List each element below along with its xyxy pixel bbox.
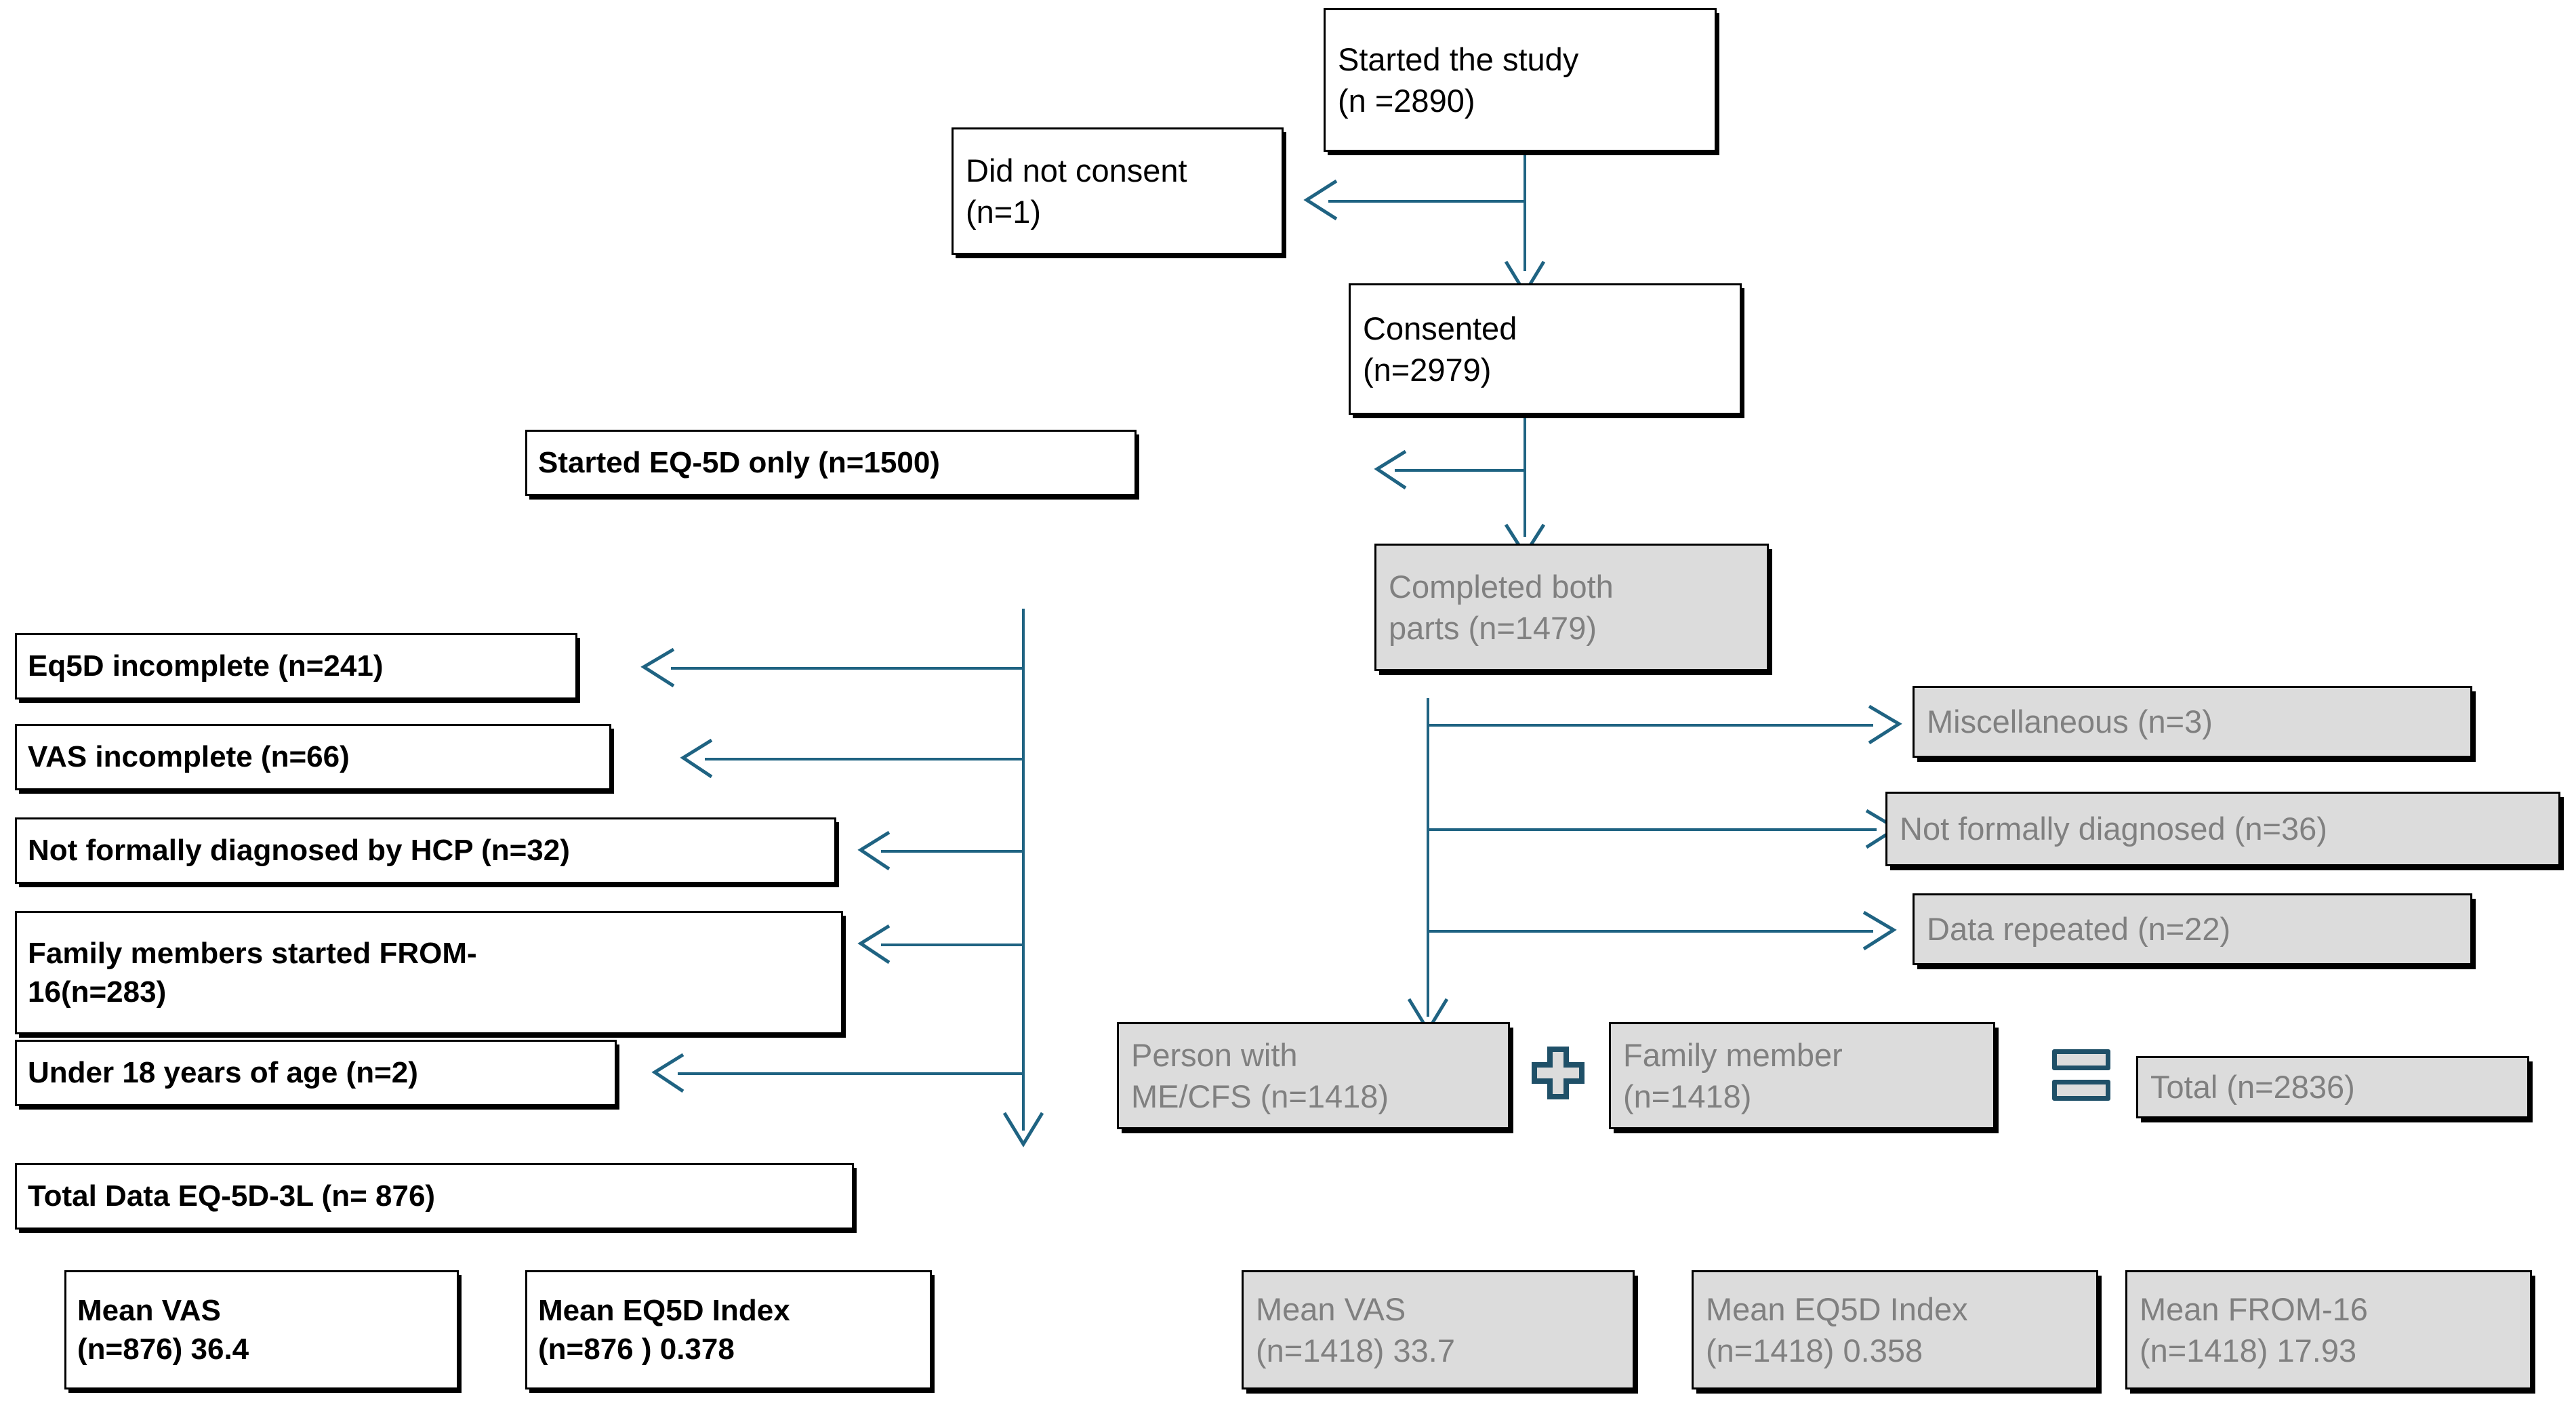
arrowhead-data-repeated [1860, 910, 1899, 952]
node-total-data-eq5d3l-label: Total Data EQ-5D-3L (n= 876) [28, 1179, 436, 1213]
arrowhead-miscellaneous [1865, 704, 1904, 746]
equals-sign-icon [2052, 1049, 2110, 1101]
node-did-not-consent[interactable]: Did not consent(n=1) [952, 127, 1284, 255]
connector-to-not-diagnosed-hcp [881, 850, 1023, 853]
arrowhead-did-not-consent [1301, 179, 1342, 222]
arrowhead-consented-left [1372, 449, 1411, 491]
node-miscellaneous[interactable]: Miscellaneous (n=3) [1913, 686, 2472, 758]
node-mean-vas-left-label: Mean VAS(n=876) 36.4 [77, 1293, 249, 1366]
connector-right-trunk [1427, 698, 1429, 1017]
arrowhead-family-from16 [855, 924, 895, 965]
node-not-formally-diagnosed-label: Not formally diagnosed (n=36) [1900, 811, 2327, 847]
node-did-not-consent-label: Did not consent(n=1) [966, 152, 1187, 230]
node-family-member-label: Family member(n=1418) [1623, 1036, 1843, 1114]
node-eq5d-incomplete[interactable]: Eq5D incomplete (n=241) [15, 633, 577, 699]
node-data-repeated[interactable]: Data repeated (n=22) [1913, 893, 2472, 965]
node-family-members-from16-label: Family members started FROM-16(n=283) [28, 936, 477, 1009]
connector-to-data-repeated [1429, 930, 1873, 933]
node-not-formally-diagnosed-hcp[interactable]: Not formally diagnosed by HCP (n=32) [15, 817, 836, 884]
node-not-formally-diagnosed[interactable]: Not formally diagnosed (n=36) [1885, 792, 2560, 866]
connector-to-consented [1524, 200, 1526, 271]
connector-to-family-from16 [881, 944, 1023, 946]
node-total-right[interactable]: Total (n=2836) [2136, 1056, 2529, 1118]
connector-to-vas-incomplete [705, 758, 1023, 760]
node-started-study-label: Started the study(n =2890) [1338, 41, 1579, 119]
arrowhead-not-diagnosed-hcp [855, 830, 895, 872]
equals-bar-top [2052, 1049, 2110, 1070]
node-eq5d-incomplete-label: Eq5D incomplete (n=241) [28, 649, 384, 683]
connector-left-trunk [1022, 609, 1025, 1131]
arrowhead-vas-incomplete [678, 738, 717, 779]
node-not-formally-diagnosed-hcp-label: Not formally diagnosed by HCP (n=32) [28, 834, 570, 868]
connector-to-miscellaneous [1429, 724, 1873, 727]
node-started-eq5d-only-label: Started EQ-5D only (n=1500) [538, 446, 940, 480]
connector-to-not-diagnosed [1429, 828, 1877, 831]
arrowhead-eq5d-incomplete [637, 647, 679, 689]
node-mean-vas-right[interactable]: Mean VAS(n=1418) 33.7 [1242, 1270, 1635, 1389]
plus-sign-icon [1529, 1047, 1587, 1105]
connector-started-down [1524, 152, 1526, 226]
node-mean-eq5d-left[interactable]: Mean EQ5D Index(n=876 ) 0.378 [525, 1270, 932, 1389]
arrowhead-left-trunk-bottom [1002, 1112, 1044, 1151]
node-mean-from16-right-label: Mean FROM-16(n=1418) 17.93 [2140, 1291, 2368, 1368]
connector-consented-left [1395, 469, 1526, 472]
node-mean-vas-left[interactable]: Mean VAS(n=876) 36.4 [64, 1270, 459, 1389]
node-started-eq5d-only[interactable]: Started EQ-5D only (n=1500) [525, 430, 1137, 496]
node-under-18-label: Under 18 years of age (n=2) [28, 1056, 418, 1090]
node-consented-label: Consented(n=2979) [1363, 310, 1517, 388]
node-vas-incomplete[interactable]: VAS incomplete (n=66) [15, 724, 611, 790]
connector-to-did-not-consent [1328, 200, 1526, 203]
node-mean-from16-right[interactable]: Mean FROM-16(n=1418) 17.93 [2125, 1270, 2532, 1389]
connector-to-eq5d-incomplete [671, 667, 1023, 670]
node-consented[interactable]: Consented(n=2979) [1349, 283, 1742, 415]
connector-to-under18 [678, 1072, 1023, 1075]
arrowhead-under18 [649, 1053, 689, 1094]
node-mean-eq5d-left-label: Mean EQ5D Index(n=876 ) 0.378 [538, 1293, 790, 1366]
connector-to-completed-both [1524, 469, 1526, 537]
node-family-members-from16[interactable]: Family members started FROM-16(n=283) [15, 911, 843, 1034]
node-miscellaneous-label: Miscellaneous (n=3) [1927, 704, 2213, 740]
node-under-18[interactable]: Under 18 years of age (n=2) [15, 1040, 617, 1106]
equals-bar-bottom [2052, 1080, 2110, 1101]
node-started-study[interactable]: Started the study(n =2890) [1324, 8, 1717, 152]
node-family-member[interactable]: Family member(n=1418) [1609, 1022, 1995, 1129]
node-mean-eq5d-right-label: Mean EQ5D Index(n=1418) 0.358 [1706, 1291, 1968, 1368]
node-mean-vas-right-label: Mean VAS(n=1418) 33.7 [1256, 1291, 1455, 1368]
node-vas-incomplete-label: VAS incomplete (n=66) [28, 740, 350, 774]
node-data-repeated-label: Data repeated (n=22) [1927, 911, 2231, 948]
connector-consented-down [1524, 415, 1526, 483]
node-total-right-label: Total (n=2836) [2150, 1069, 2355, 1105]
node-total-data-eq5d3l[interactable]: Total Data EQ-5D-3L (n= 876) [15, 1163, 854, 1230]
node-mean-eq5d-right[interactable]: Mean EQ5D Index(n=1418) 0.358 [1692, 1270, 2098, 1389]
